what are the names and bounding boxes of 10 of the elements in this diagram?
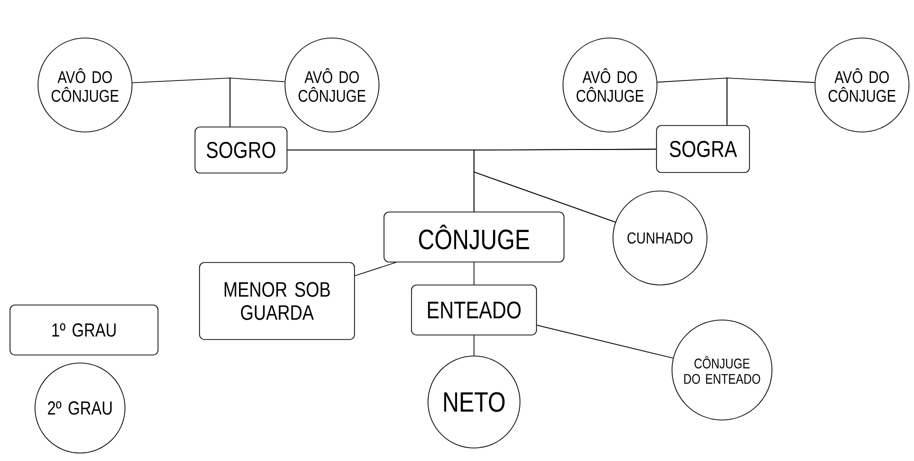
kinship-box: CÔNJUGE bbox=[384, 212, 564, 262]
kinship-box: SOGRO bbox=[194, 126, 288, 174]
connector-line bbox=[354, 262, 396, 276]
kinship-box: ENTEADO bbox=[411, 284, 537, 336]
connector-line bbox=[726, 78, 816, 126]
kinship-box: MENOR SOB GUARDA bbox=[199, 262, 355, 340]
connector-line bbox=[230, 78, 286, 127]
kinship-box: SOGRA bbox=[656, 125, 750, 173]
kinship-box: 1º GRAU bbox=[10, 304, 158, 356]
connector-line bbox=[536, 324, 674, 359]
